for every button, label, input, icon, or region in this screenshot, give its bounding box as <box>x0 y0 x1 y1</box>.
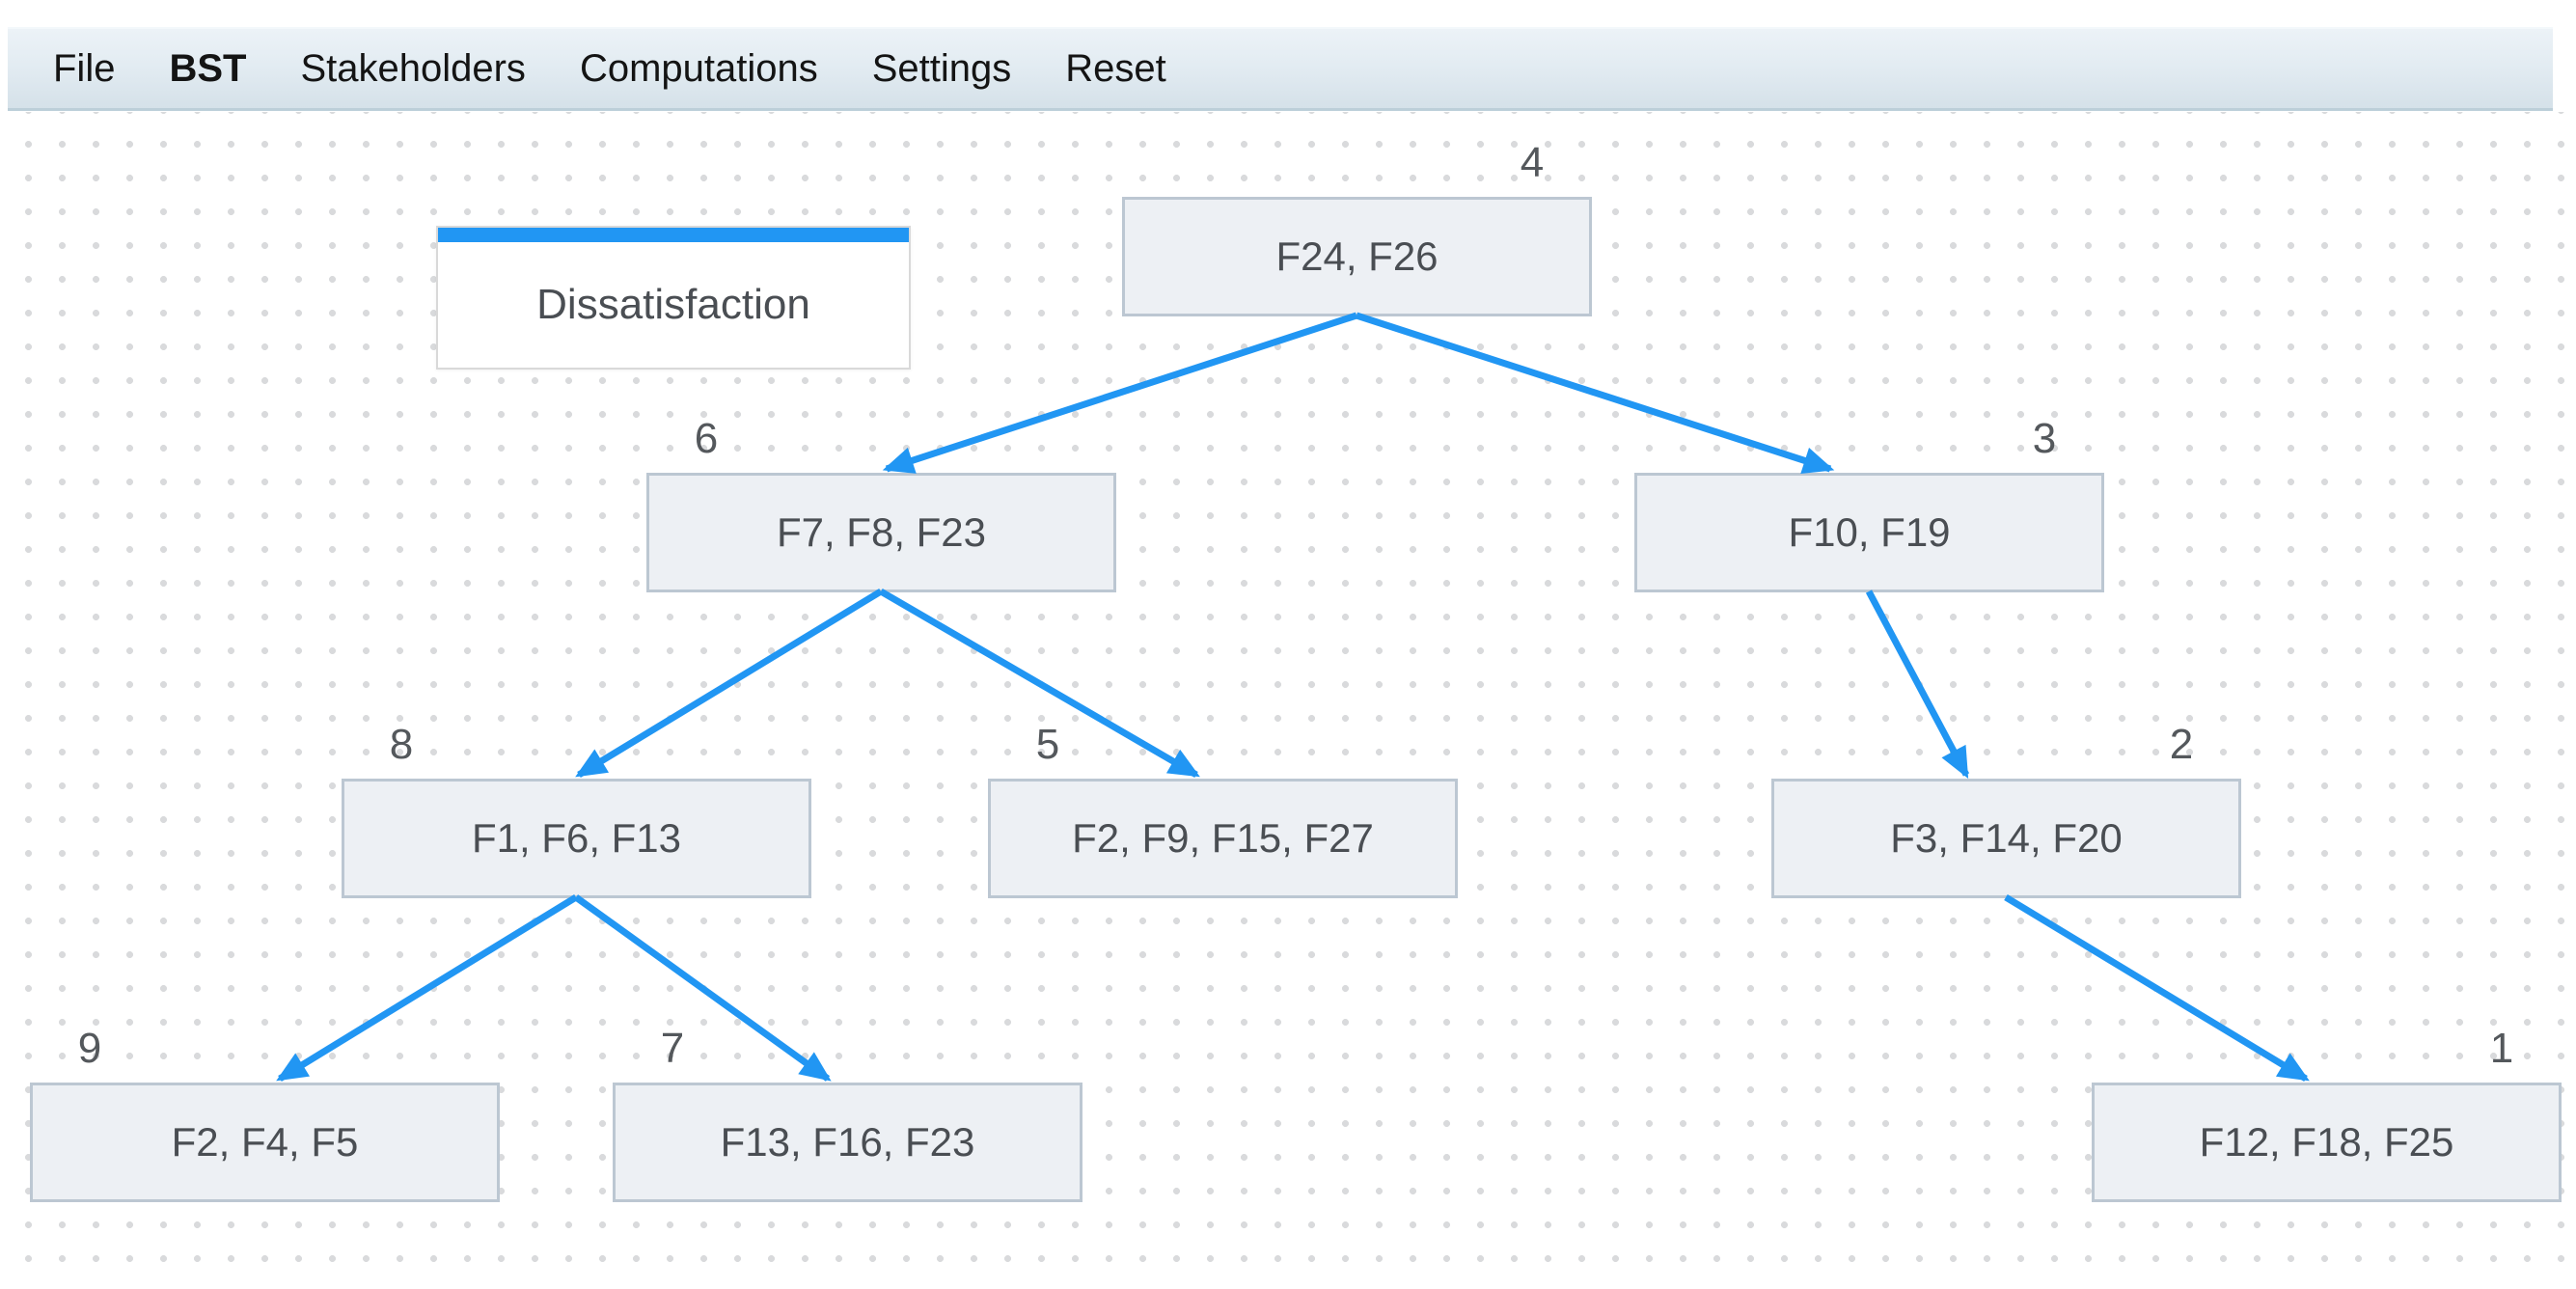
legend-accent-bar <box>438 228 909 242</box>
tree-node-rank-4[interactable]: F24, F26 <box>1122 197 1592 316</box>
node-label: F2, F9, F15, F27 <box>1072 815 1374 861</box>
node-label: F1, F6, F13 <box>471 815 682 861</box>
menu-stakeholders[interactable]: Stakeholders <box>300 46 526 90</box>
legend-label: Dissatisfaction <box>536 281 810 328</box>
menu-bst[interactable]: BST <box>169 46 247 90</box>
rank-label-6: 6 <box>694 415 719 462</box>
menu-file[interactable]: File <box>53 46 116 90</box>
tree-node-rank-3[interactable]: F10, F19 <box>1634 473 2104 592</box>
tree-node-rank-5[interactable]: F2, F9, F15, F27 <box>988 779 1458 898</box>
rank-label-3: 3 <box>2032 415 2057 462</box>
node-label: F3, F14, F20 <box>1890 815 2123 861</box>
rank-label-8: 8 <box>389 721 414 768</box>
node-label: F10, F19 <box>1788 509 1951 555</box>
node-label: F7, F8, F23 <box>776 509 987 555</box>
tree-node-rank-9[interactable]: F2, F4, F5 <box>30 1083 500 1202</box>
menubar: File BST Stakeholders Computations Setti… <box>8 27 2553 111</box>
rank-label-4: 4 <box>1520 139 1545 186</box>
tree-node-rank-2[interactable]: F3, F14, F20 <box>1771 779 2241 898</box>
node-label: F12, F18, F25 <box>2199 1119 2454 1165</box>
menu-settings[interactable]: Settings <box>871 46 1012 90</box>
rank-label-9: 9 <box>77 1025 102 1072</box>
menu-computations[interactable]: Computations <box>579 46 818 90</box>
rank-label-2: 2 <box>2169 721 2194 768</box>
tree-node-rank-8[interactable]: F1, F6, F13 <box>342 779 811 898</box>
tree-node-rank-7[interactable]: F13, F16, F23 <box>613 1083 1082 1202</box>
rank-label-1: 1 <box>2489 1025 2514 1072</box>
legend-dissatisfaction: Dissatisfaction <box>436 226 911 370</box>
node-label: F13, F16, F23 <box>720 1119 975 1165</box>
node-label: F24, F26 <box>1275 233 1439 279</box>
tree-node-rank-6[interactable]: F7, F8, F23 <box>646 473 1116 592</box>
menu-reset[interactable]: Reset <box>1065 46 1166 90</box>
tree-node-rank-1[interactable]: F12, F18, F25 <box>2092 1083 2562 1202</box>
rank-label-7: 7 <box>660 1025 685 1072</box>
rank-label-5: 5 <box>1035 721 1060 768</box>
node-label: F2, F4, F5 <box>171 1119 359 1165</box>
